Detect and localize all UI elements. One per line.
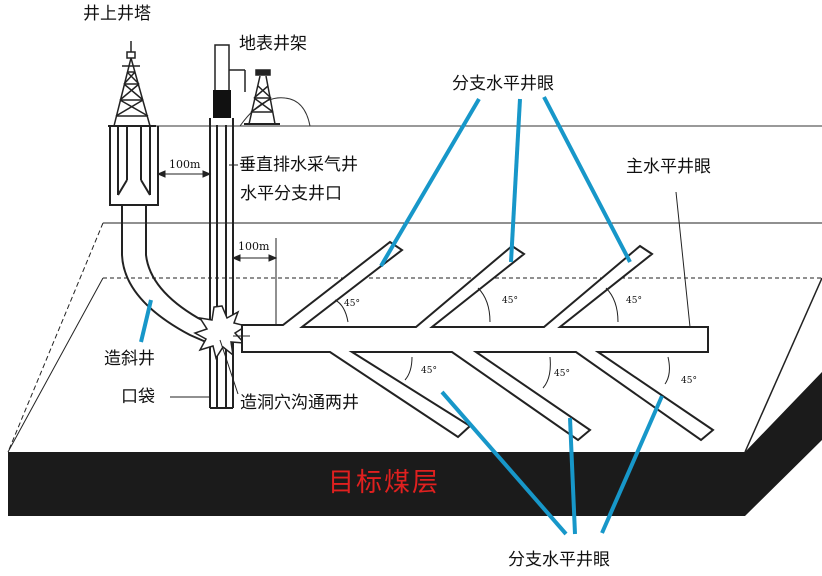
seam-left-edge bbox=[7, 222, 104, 453]
black-leaders bbox=[170, 164, 691, 398]
seam-right-front-edge bbox=[744, 277, 822, 453]
angle-label: 45° bbox=[421, 366, 437, 376]
pocket-label: 口袋 bbox=[121, 387, 155, 407]
vertical-well-label: 垂直排水采气井 bbox=[239, 155, 358, 175]
angle-label: 45° bbox=[626, 296, 642, 306]
deviated-well-label: 造斜井 bbox=[104, 349, 155, 369]
coal-seam-label: 目标煤层 bbox=[328, 468, 441, 498]
angle-label: 45° bbox=[554, 369, 570, 379]
spacing-mid-label: 100m bbox=[238, 240, 270, 253]
branch-entry-label: 水平分支井口 bbox=[240, 184, 342, 204]
seam-left-front-edge bbox=[7, 277, 104, 453]
vertical-wellhead-icon bbox=[213, 44, 246, 118]
dimension-lines bbox=[156, 170, 278, 325]
ground-derrick-icon bbox=[244, 69, 280, 125]
angle-label: 45° bbox=[344, 299, 360, 309]
cavity-label: 造洞穴沟通两井 bbox=[240, 393, 359, 413]
horizontal-boreholes bbox=[233, 240, 715, 442]
coal-seam-band bbox=[8, 372, 822, 516]
main-horizontal-label: 主水平井眼 bbox=[626, 157, 711, 177]
branch-top-label: 分支水平井眼 bbox=[452, 74, 554, 94]
ground-rig-label: 地表井架 bbox=[239, 34, 307, 54]
angle-arcs bbox=[334, 287, 670, 389]
blue-leaders bbox=[139, 96, 664, 536]
angle-label: 45° bbox=[502, 296, 518, 306]
surface-rig-label: 井上井塔 bbox=[83, 4, 151, 24]
angle-label: 45° bbox=[681, 376, 697, 386]
vertical-well-casing bbox=[209, 118, 234, 409]
cavity-burst-icon bbox=[193, 305, 248, 360]
branch-bottom-label: 分支水平井眼 bbox=[508, 550, 610, 570]
deviated-well-casing bbox=[109, 126, 207, 343]
surface-derrick-icon bbox=[108, 41, 156, 127]
main-horizontal-borehole bbox=[241, 240, 715, 442]
spacing-top-label: 100m bbox=[169, 158, 201, 171]
